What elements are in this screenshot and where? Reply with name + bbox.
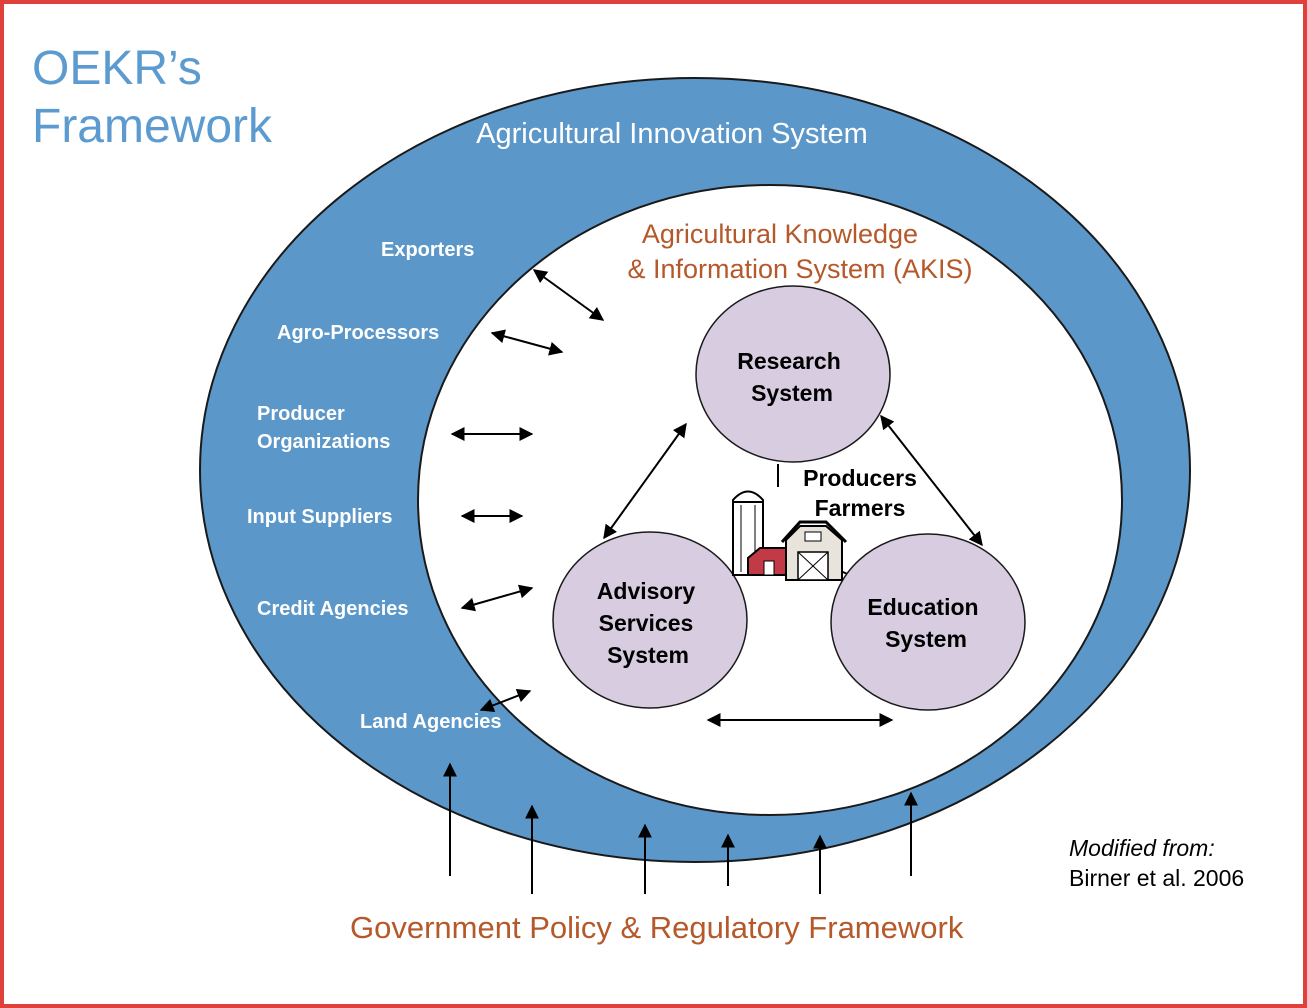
exporters-arrow [532, 269, 605, 321]
agro-processors-arrow [490, 329, 564, 356]
advisory-services-line1: Advisory [597, 578, 696, 604]
citation: Modified from: Birner et al. 2006 [1069, 833, 1244, 893]
research-system-line2: System [751, 380, 833, 406]
credit-agencies-arrow [460, 584, 534, 612]
page-title-line1: OEKR’s [32, 42, 202, 95]
akis-label-line2: & Information System (AKIS) [627, 254, 972, 284]
actor-input-suppliers: Input Suppliers [247, 506, 393, 528]
advisory-services-circle [552, 531, 748, 709]
education-system-line2: System [885, 626, 967, 652]
research-system-line1: Research [737, 348, 841, 374]
akis-label-line1: Agricultural Knowledge [642, 219, 918, 249]
actor-exporters: Exporters [381, 239, 474, 261]
education-system-line1: Education [867, 594, 978, 620]
land-agencies-arrow [479, 689, 532, 712]
education-system-circle [830, 533, 1026, 711]
actor-credit-agencies: Credit Agencies [257, 598, 409, 620]
actor-land-agencies: Land Agencies [360, 711, 502, 733]
research-advisory-arrow [603, 422, 687, 540]
research-education-arrow [880, 414, 983, 547]
page-title-line2: Framework [32, 100, 273, 153]
farmers-label: Farmers [815, 495, 906, 521]
citation-line2: Birner et al. 2006 [1069, 865, 1245, 891]
citation-line1: Modified from: [1069, 835, 1215, 861]
actor-producer-organizations-line1: Producer [257, 403, 345, 425]
actor-agro-processors: Agro-Processors [277, 322, 439, 344]
innovation-system-label: Agricultural Innovation System [476, 118, 868, 150]
actor-producer-organizations-line2: Organizations [257, 431, 390, 453]
page-title: OEKR’s Framework [32, 40, 272, 156]
advisory-services-line2: Services [599, 610, 694, 636]
advisory-services-line3: System [607, 642, 689, 668]
farm-icon [732, 490, 848, 581]
research-system-circle [695, 285, 891, 463]
producers-label: Producers [803, 465, 917, 491]
policy-label: Government Policy & Regulatory Framework [350, 910, 964, 945]
